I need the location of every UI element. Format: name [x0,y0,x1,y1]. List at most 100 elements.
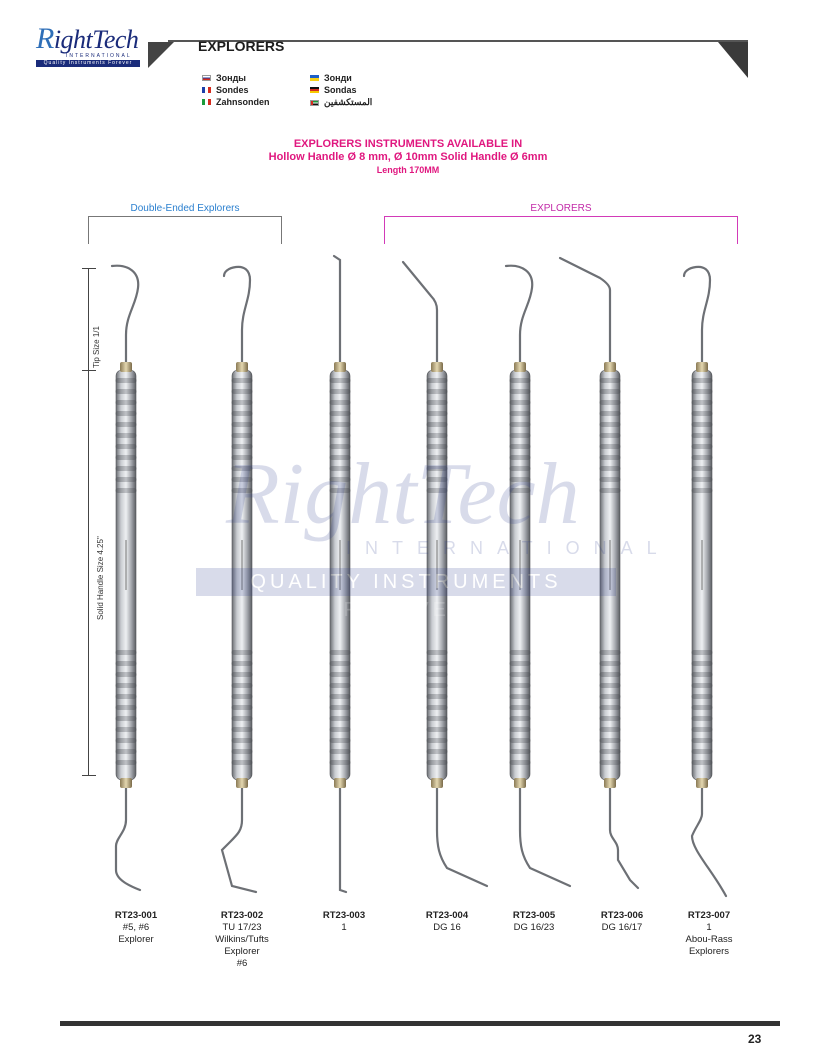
grip-ridge [691,389,713,394]
grip-ridge [599,716,621,721]
grip-ridge [509,727,531,732]
grip-ridge [329,378,351,383]
grip-ridge [426,433,448,438]
grip-ridge [509,444,531,449]
grip-ridge [115,444,137,449]
grip-ridge [691,422,713,427]
dimension-tick-top [82,268,96,269]
header-rule [168,40,748,42]
grip-ridge [599,488,621,493]
grip-ridge [691,694,713,699]
grip-ridge [691,672,713,677]
grip-ridge [231,378,253,383]
item-code: RT23-006 [600,910,644,921]
language-label: Sondas [324,85,357,95]
grip-ridge [426,738,448,743]
grip-ridge [329,738,351,743]
instrument-collar-bottom [236,778,248,788]
grip-ridge [599,433,621,438]
item-label: RT23-006 DG 16/17 [577,910,667,934]
item-description: DG 16/23 [513,922,555,933]
language-label: Зонди [324,73,352,83]
grip-ridge [115,378,137,383]
instrument-tip-bottom [608,778,640,890]
company-logo: RightTech INTERNATIONAL Quality Instrume… [36,24,140,67]
grip-ridge [599,477,621,482]
grip-ridge [509,672,531,677]
grip-ridge [231,683,253,688]
instrument-collar-top [514,362,526,372]
grip-ridge [599,694,621,699]
grip-ridge [509,455,531,460]
group-bracket-double-ended [88,216,282,244]
grip-ridge [426,422,448,427]
grip-ridge [509,661,531,666]
grip-ridge [426,694,448,699]
grip-ridge [599,672,621,677]
grip-ridge [231,661,253,666]
item-description: 1 Abou-Rass Explorers [685,922,733,957]
availability-handles: Hollow Handle Ø 8 mm, Ø 10mm Solid Handl… [268,151,548,163]
group-label-explorers: EXPLORERS [530,203,592,214]
grip-ridge [691,738,713,743]
language-item-it: Zahnsonden [202,97,270,107]
grip-ridge [691,705,713,710]
grip-ridge [115,455,137,460]
grip-ridge [509,760,531,765]
grip-ridge [509,477,531,482]
grip-ridge [329,661,351,666]
grip-ridge [231,433,253,438]
grip-ridge [426,749,448,754]
grip-ridge [426,727,448,732]
grip-ridge [231,400,253,405]
grip-ridge [509,749,531,754]
grip-ridge [691,378,713,383]
grip-ridge [115,389,137,394]
grip-ridge [599,378,621,383]
language-item-de: Sondas [310,85,357,95]
item-code: RT23-003 [322,910,366,921]
instrument-tip-top [558,256,612,372]
grip-ridge [329,488,351,493]
grip-ridge [509,694,531,699]
grip-ridge [329,433,351,438]
instrument-collar-bottom [696,778,708,788]
grip-ridge [509,411,531,416]
instrument-tip-top [682,265,712,372]
grip-ridge [115,672,137,677]
grip-ridge [231,738,253,743]
grip-ridge [599,760,621,765]
grip-ridge [115,683,137,688]
grip-ridge [691,433,713,438]
footer-rule [60,1021,780,1026]
instrument-collar-bottom [514,778,526,788]
grip-ridge [115,433,137,438]
instrument-tip-bottom [220,778,258,894]
instrument-tip-bottom [435,778,489,888]
item-label: RT23-001 #5, #6 Explorer [91,910,181,946]
grip-ridge [115,705,137,710]
grip-ridge [115,738,137,743]
instrument-tip-top [504,264,534,372]
grip-ridge [115,716,137,721]
language-label: المستكشفين [324,97,373,107]
grip-ridge [426,477,448,482]
language-label: Зонды [216,73,246,83]
item-code: RT23-001 [114,910,158,921]
grip-ridge [115,694,137,699]
grip-ridge [599,400,621,405]
language-item-ua: Зонди [310,73,352,83]
item-label: RT23-003 1 [299,910,389,934]
dimension-tick-middle [82,370,96,371]
grip-ridge [426,716,448,721]
page-header: EXPLORERS [148,20,748,78]
item-code: RT23-004 [425,910,469,921]
grip-ridge [329,683,351,688]
availability-length: Length 170MM [376,165,440,175]
grip-ridge [426,683,448,688]
grip-ridge [231,477,253,482]
item-description: DG 16/17 [601,922,643,933]
item-description: 1 [341,922,347,933]
grip-ridge [329,705,351,710]
grip-ridge [509,422,531,427]
